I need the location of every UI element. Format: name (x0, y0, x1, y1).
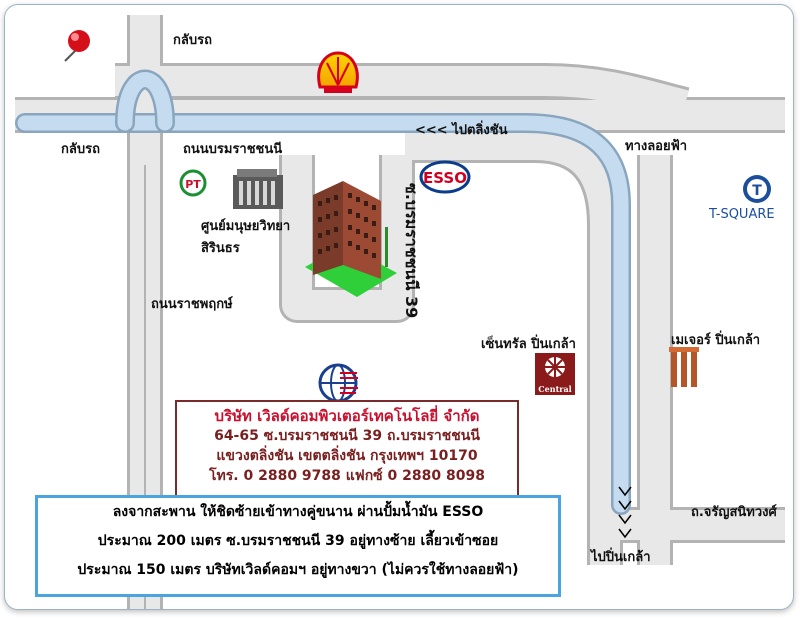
map-frame: ESSO PT T Central (4, 4, 794, 610)
pt-logo-text: PT (185, 178, 201, 191)
worldcom-globe-icon (318, 363, 358, 403)
soi-39-label: ซ.บรมราชชนนี 39 (402, 183, 421, 319)
science-center-label-line1: ศูนย์มนุษยวิทยา (201, 219, 291, 234)
science-center-label-line2: สิรินธร (201, 241, 240, 256)
science-center-icon (233, 169, 283, 209)
company-building (305, 181, 397, 297)
u-turn-top-label: กลับรถ (173, 33, 212, 48)
map-canvas: ESSO PT T Central (15, 15, 785, 609)
directions-line-3: ประมาณ 150 เมตร บริษัทเวิลด์คอมฯ อยู่ทาง… (77, 562, 519, 578)
pushpin-icon (64, 30, 90, 62)
expressway-arrows (618, 486, 632, 539)
esso-logo: ESSO (419, 160, 471, 194)
road-network (15, 15, 785, 609)
road-ratchaphruek-label: ถนนราชพฤกษ์ (151, 297, 233, 312)
charansanitwong-label: ถ.จรัญสนิทวงศ์ (691, 505, 777, 520)
shell-logo (317, 51, 359, 93)
t-square-label: T-SQUARE (709, 207, 775, 222)
directions-box: ลงจากสะพาน ให้ชิดซ้ายเข้าทางคู่ขนาน ผ่าน… (35, 495, 561, 597)
pt-logo: PT (179, 169, 207, 197)
central-logo-text: Central (538, 384, 571, 394)
t-logo-text: T (752, 183, 762, 199)
company-info-box: บริษัท เวิลด์คอมพิวเตอร์เทคโนโลยี่ จำกัด… (175, 400, 519, 499)
company-address-1: 64-65 ซ.บรมราชชนนี 39 ถ.บรมราชชนนี (214, 428, 480, 444)
t-square-logo: T (743, 175, 771, 203)
central-logo: Central (535, 353, 575, 395)
expressway-overpass (15, 69, 631, 515)
to-taling-chan-label: <<< ไปตลิ่งชัน (415, 123, 508, 138)
major-logo (669, 347, 699, 387)
company-name: บริษัท เวิลด์คอมพิวเตอร์เทคโนโลยี่ จำกัด (214, 407, 480, 425)
to-pinklao-label: ไปปิ่นเกล้า (591, 550, 651, 565)
expressway-label: ทางลอยฟ้า (625, 139, 688, 154)
road-borom-label: ถนนบรมราชชนนี (183, 142, 283, 157)
company-contact: โทร. 0 2880 9788 แฟกซ์ 0 2880 8098 (209, 468, 485, 484)
directions-line-1: ลงจากสะพาน ให้ชิดซ้ายเข้าทางคู่ขนาน ผ่าน… (112, 504, 484, 520)
u-turn-left-label: กลับรถ (61, 142, 100, 157)
company-address-2: แขวงตลิ่งชัน เขตตลิ่งชัน กรุงเทพฯ 10170 (216, 448, 478, 464)
central-label: เซ็นทรัล ปิ่นเกล้า (481, 337, 576, 352)
major-label: เมเจอร์ ปิ่นเกล้า (671, 333, 761, 348)
directions-line-2: ประมาณ 200 เมตร ซ.บรมราชชนนี 39 อยู่ทางซ… (97, 533, 499, 549)
esso-logo-text: ESSO (423, 169, 467, 187)
